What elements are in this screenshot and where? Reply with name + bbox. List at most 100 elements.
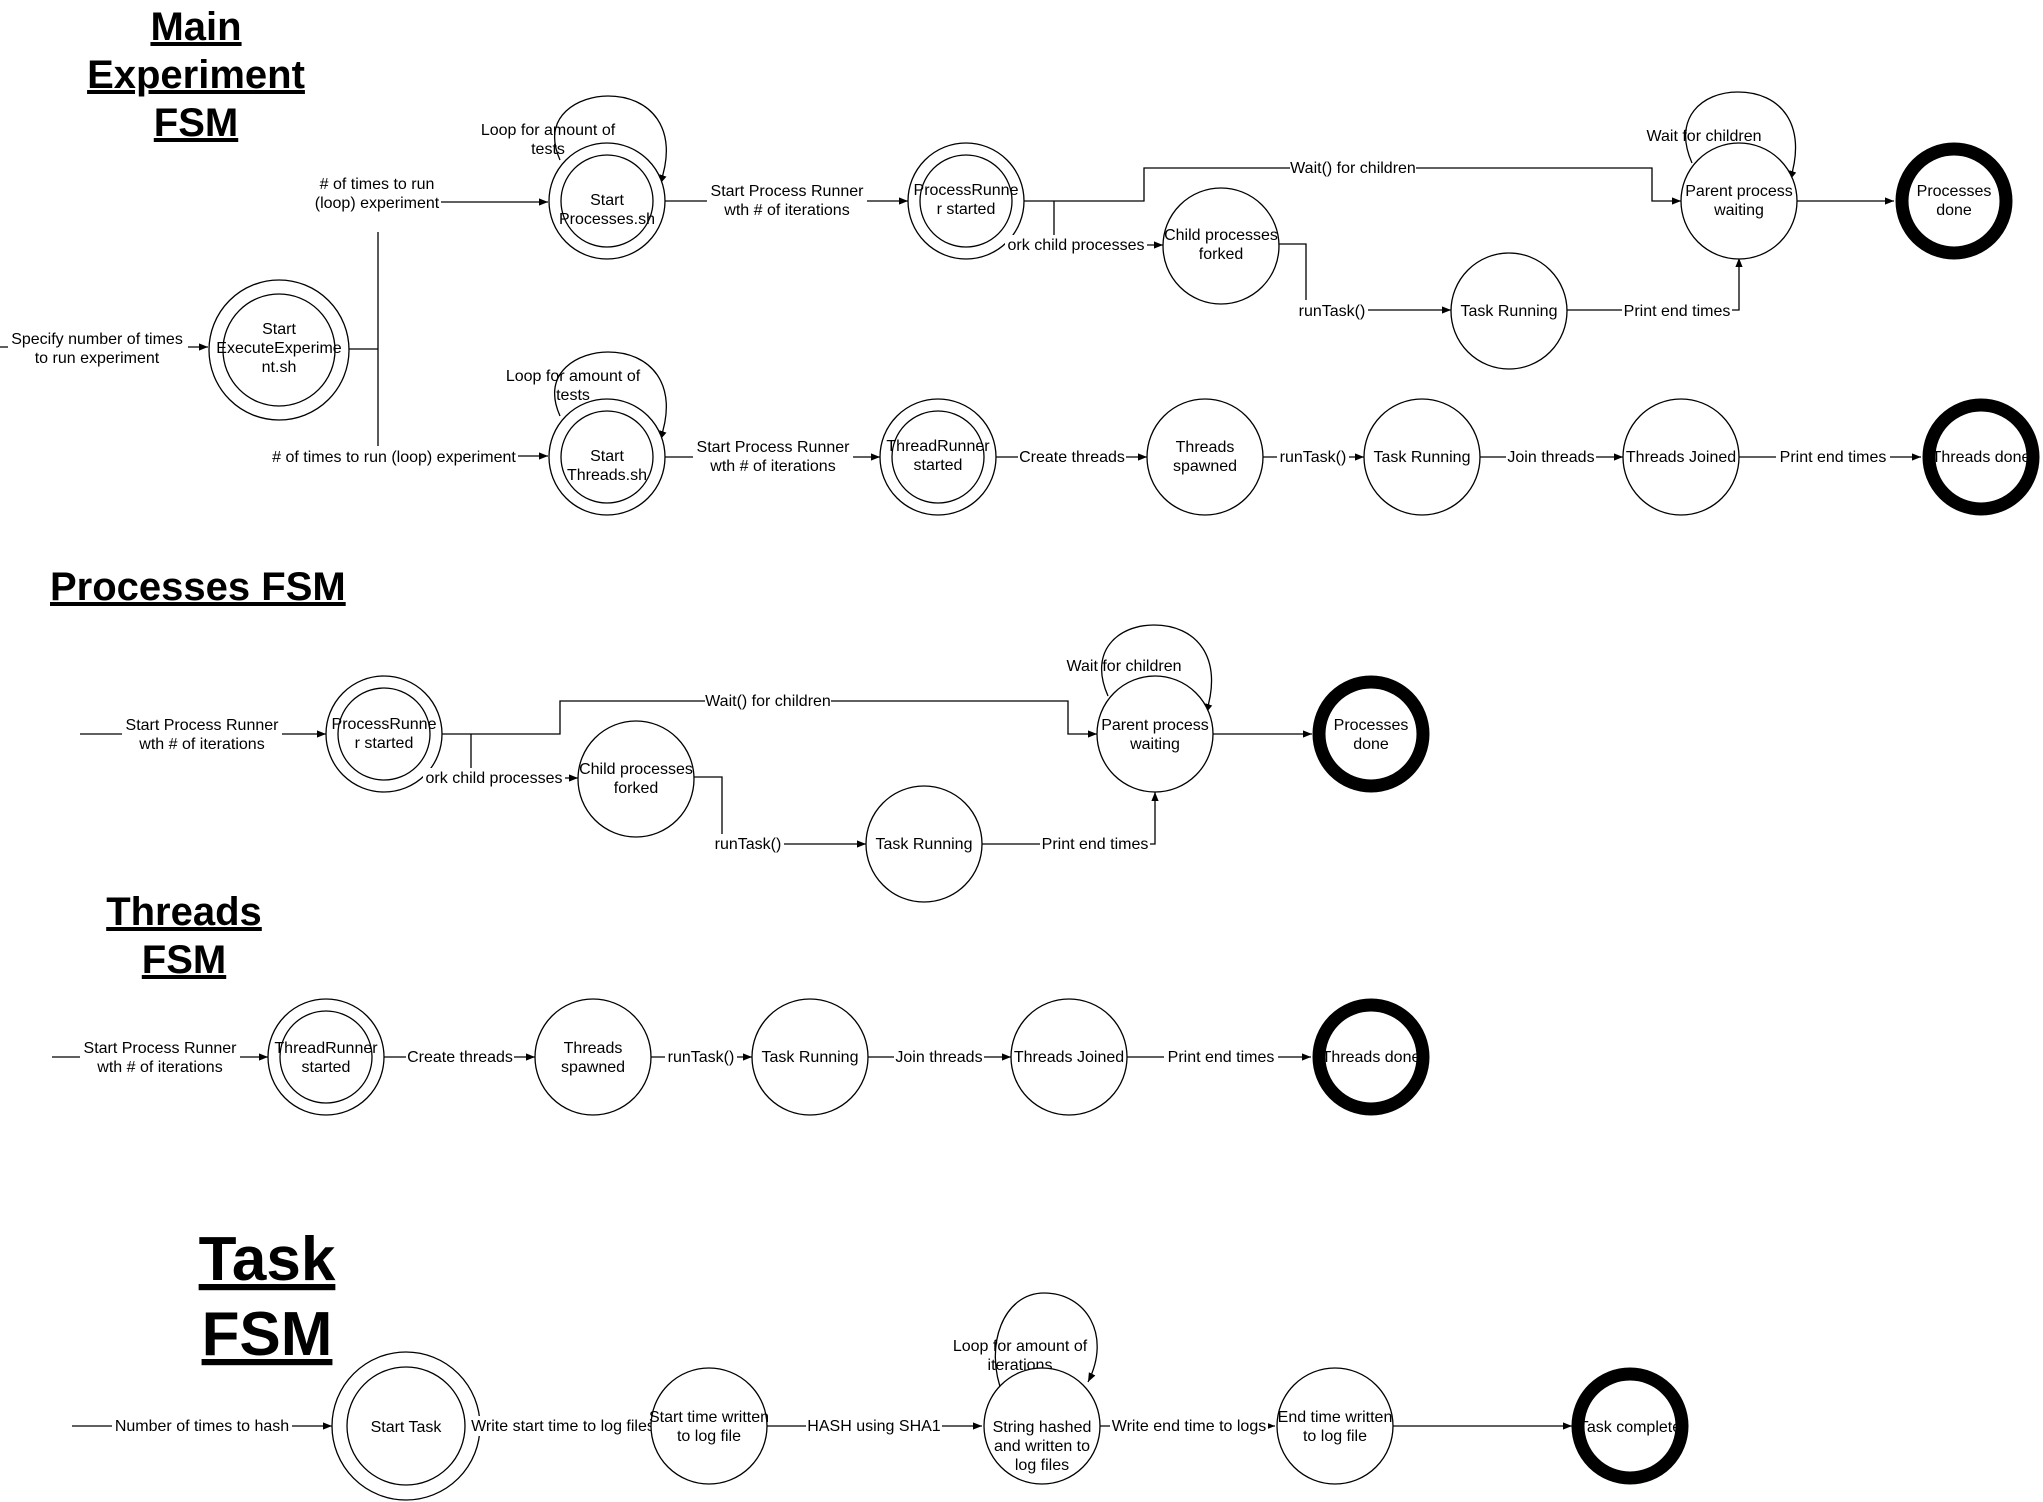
state-start-processes: Start Processes.sh xyxy=(548,142,666,260)
state-parent-process-waiting-proc: Parent process waiting xyxy=(1096,675,1214,793)
svg-text:ThreadRunner: ThreadRunner xyxy=(886,438,990,455)
svg-text:Number of times to hash: Number of times to hash xyxy=(115,1418,289,1435)
svg-text:Loop for amount of: Loop for amount of xyxy=(506,368,641,385)
processes-fsm-title: Processes FSM xyxy=(50,565,346,609)
svg-text:ProcessRunne: ProcessRunne xyxy=(914,182,1019,199)
svg-text:Parent process: Parent process xyxy=(1685,183,1793,200)
edge-label-write-end: Write end time to logs xyxy=(1110,1416,1268,1436)
svg-text:started: started xyxy=(914,457,963,474)
svg-text:Main: Main xyxy=(150,5,241,49)
edge-label-hash-sha1: HASH using SHA1 xyxy=(806,1416,942,1436)
svg-text:Join threads: Join threads xyxy=(895,1049,982,1066)
svg-text:and written to: and written to xyxy=(994,1438,1090,1455)
svg-text:Threads Joined: Threads Joined xyxy=(1014,1049,1124,1066)
svg-text:r started: r started xyxy=(937,201,996,218)
svg-text:Print end times: Print end times xyxy=(1624,303,1731,320)
svg-text:(loop) experiment: (loop) experiment xyxy=(315,195,440,212)
state-process-runner-started: ProcessRunne r started xyxy=(907,142,1025,260)
state-processes-done-upper: Processes done xyxy=(1895,142,2013,260)
svg-text:FSM: FSM xyxy=(154,101,238,145)
svg-text:Start: Start xyxy=(590,448,624,465)
svg-text:Write end time to logs: Write end time to logs xyxy=(1112,1418,1266,1435)
loop-label-iterations: Loop for amount of iterations xyxy=(953,1338,1088,1374)
svg-text:wth # of iterations: wth # of iterations xyxy=(723,202,849,219)
svg-text:Task Running: Task Running xyxy=(1374,449,1471,466)
edge-label-join-threads-thr: Join threads xyxy=(894,1047,984,1067)
edge-label-loop-lower: # of times to run (loop) experiment xyxy=(270,446,518,466)
svg-text:End time written: End time written xyxy=(1278,1409,1393,1426)
edge-label-start-runner-upper: Start Process Runner wth # of iterations xyxy=(707,178,867,219)
svg-text:Start: Start xyxy=(590,192,624,209)
svg-text:Threads done: Threads done xyxy=(1322,1049,1421,1066)
svg-text:# of times to run (loop) exper: # of times to run (loop) experiment xyxy=(272,449,516,466)
state-string-hashed: String hashed and written to log files xyxy=(983,1367,1101,1485)
svg-text:tests: tests xyxy=(531,141,565,158)
svg-text:Task complete: Task complete xyxy=(1579,1419,1681,1436)
svg-text:Join threads: Join threads xyxy=(1507,449,1594,466)
svg-text:Wait() for children: Wait() for children xyxy=(705,693,831,710)
svg-text:Child processes: Child processes xyxy=(1164,227,1278,244)
svg-text:waiting: waiting xyxy=(1713,202,1764,219)
edge-label-runtask-lower: runTask() xyxy=(1277,447,1349,467)
svg-text:Task Running: Task Running xyxy=(762,1049,859,1066)
svg-text:spawned: spawned xyxy=(1173,458,1237,475)
svg-text:Processes.sh: Processes.sh xyxy=(559,211,655,228)
svg-text:wth # of iterations: wth # of iterations xyxy=(709,458,835,475)
svg-text:# of times to run: # of times to run xyxy=(320,176,435,193)
svg-text:started: started xyxy=(302,1059,351,1076)
edge-label-wait-children-proc: Wait() for children xyxy=(705,691,831,711)
svg-text:Create threads: Create threads xyxy=(407,1049,513,1066)
edge-label-runtask-proc: runTask() xyxy=(712,834,784,854)
svg-text:ork child processes: ork child processes xyxy=(1008,237,1145,254)
svg-text:Task Running: Task Running xyxy=(1461,303,1558,320)
svg-text:Wait() for children: Wait() for children xyxy=(1290,160,1416,177)
svg-text:FSM: FSM xyxy=(142,938,226,982)
svg-text:ThreadRunner: ThreadRunner xyxy=(274,1040,378,1057)
edge-label-print-end-lower: Print end times xyxy=(1776,447,1890,467)
svg-text:waiting: waiting xyxy=(1129,736,1180,753)
state-task-running-proc: Task Running xyxy=(865,785,983,903)
state-threads-spawned-upper: Threads spawned xyxy=(1146,398,1264,516)
state-child-processes-forked-upper: Child processes forked xyxy=(1162,187,1280,305)
edge-label-create-threads-thr: Create threads xyxy=(406,1047,514,1067)
svg-text:Processes: Processes xyxy=(1334,717,1409,734)
svg-text:Start: Start xyxy=(262,321,296,338)
svg-text:forked: forked xyxy=(1199,246,1243,263)
svg-text:wth # of iterations: wth # of iterations xyxy=(138,736,264,753)
svg-text:FSM: FSM xyxy=(202,1300,333,1369)
loop-label-wait-for-children-proc: Wait for children xyxy=(1067,658,1182,675)
svg-text:Print end times: Print end times xyxy=(1780,449,1887,466)
task-fsm-title: Task FSM xyxy=(199,1225,336,1369)
svg-text:Child processes: Child processes xyxy=(579,761,693,778)
state-thread-runner-started-upper: ThreadRunner started xyxy=(879,398,997,516)
edge-label-fork-proc: ork child processes xyxy=(423,768,565,788)
svg-text:done: done xyxy=(1936,202,1972,219)
svg-text:HASH using SHA1: HASH using SHA1 xyxy=(807,1418,940,1435)
svg-text:String hashed: String hashed xyxy=(993,1419,1092,1436)
loop-label-wait-for-children-upper: Wait for children xyxy=(1647,128,1762,145)
svg-text:Threads: Threads xyxy=(106,890,262,934)
svg-text:runTask(): runTask() xyxy=(1299,303,1366,320)
svg-text:runTask(): runTask() xyxy=(668,1049,735,1066)
svg-text:Threads: Threads xyxy=(1176,439,1235,456)
loop-label-tests-lower: Loop for amount of tests xyxy=(506,368,641,404)
state-child-processes-forked-proc: Child processes forked xyxy=(577,720,695,838)
state-task-running-thr: Task Running xyxy=(751,998,869,1116)
edge-label-start-runner-thr: Start Process Runner wth # of iterations xyxy=(80,1034,240,1076)
state-threads-joined-upper: Threads Joined xyxy=(1622,398,1740,516)
svg-text:to run experiment: to run experiment xyxy=(35,350,160,367)
edge-label-print-end-proc: Print end times xyxy=(1040,834,1150,854)
loop-label-tests-upper: Loop for amount of tests xyxy=(481,122,616,158)
svg-text:Wait for children: Wait for children xyxy=(1647,128,1762,145)
svg-text:Threads done: Threads done xyxy=(1932,449,2031,466)
svg-text:Experiment: Experiment xyxy=(87,53,305,97)
svg-text:to log file: to log file xyxy=(1303,1428,1367,1445)
svg-text:ExecuteExperime: ExecuteExperime xyxy=(216,340,341,357)
state-processes-done-proc: Processes done xyxy=(1312,675,1430,793)
svg-text:Wait for children: Wait for children xyxy=(1067,658,1182,675)
svg-text:forked: forked xyxy=(614,780,658,797)
edge-label-loop-upper: # of times to run (loop) experiment xyxy=(313,175,441,213)
edge-label-write-start: Write start time to log files xyxy=(470,1416,656,1436)
state-threads-done-thr: Threads done xyxy=(1312,998,1430,1116)
svg-text:Loop for amount of: Loop for amount of xyxy=(481,122,616,139)
